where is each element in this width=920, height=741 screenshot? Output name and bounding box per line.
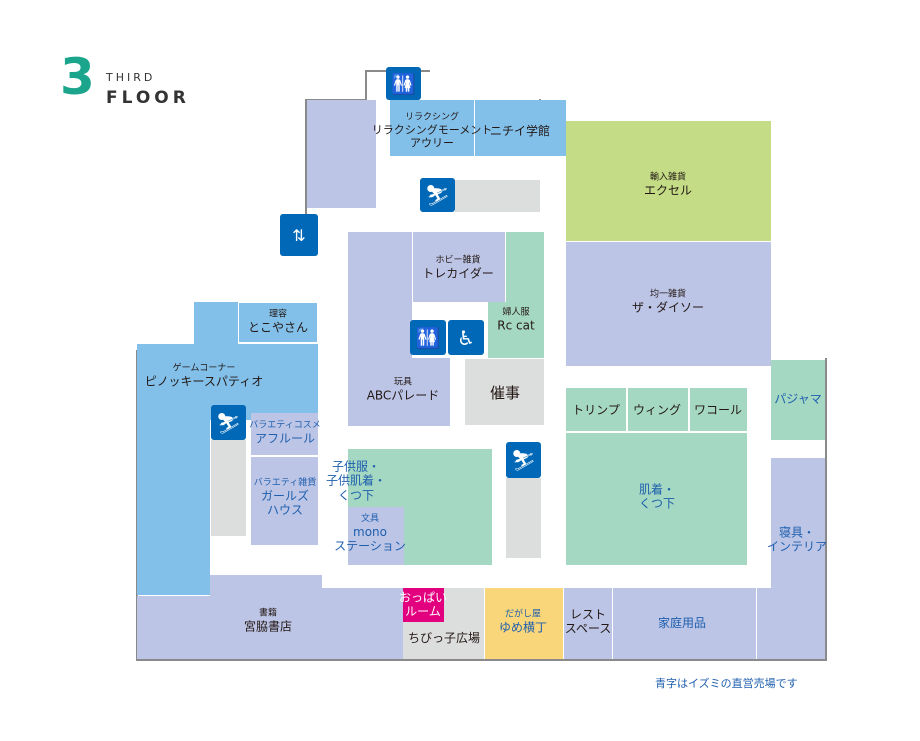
shop-category: バラエティコスメ (249, 420, 321, 431)
shop-abc-ext (412, 358, 450, 426)
shop-excel[interactable] (566, 121, 771, 241)
shop-household[interactable] (613, 588, 756, 659)
event-space[interactable] (465, 359, 544, 425)
shop-category: バラエティ雑貨 (253, 478, 317, 489)
wall (365, 70, 367, 100)
section-name: インテリア (766, 540, 828, 554)
shop-abc[interactable] (348, 232, 412, 426)
shop-triumph[interactable] (566, 388, 626, 431)
section-name: 子供服・ (331, 459, 381, 474)
shop-dagashi[interactable] (485, 588, 563, 659)
section-name: 肌着・ (638, 482, 676, 497)
shop-pinocchio-top (194, 302, 238, 347)
wall (136, 659, 826, 661)
nursing-label: おっぱい (398, 590, 448, 605)
floor-number: 3 (60, 48, 95, 106)
shop-trecaider[interactable] (413, 232, 505, 302)
shop-pinocchio-ext (137, 344, 210, 595)
shop-name: ニチイ学館 (489, 123, 551, 138)
shop-category: 均一雑貨 (649, 289, 687, 300)
shop-name: ガールズ (260, 489, 309, 504)
restroom-icon: 🚻 (410, 320, 446, 355)
shop-category: 理容 (268, 309, 288, 320)
shop-name: Rc cat (497, 318, 535, 333)
shop-name: ステーション (334, 539, 406, 554)
nursing-label: ルーム (405, 605, 441, 619)
shop-girls[interactable] (251, 457, 318, 545)
shop-relaxing[interactable] (390, 100, 474, 156)
shop-name: ABCパレード (366, 388, 440, 403)
elevator-icon: ⇅ (280, 214, 318, 256)
shop-pajama[interactable] (771, 360, 825, 440)
nursing-room[interactable] (403, 588, 444, 622)
area-unnamed (307, 100, 376, 208)
wall (825, 358, 827, 661)
shop-rccat[interactable] (506, 232, 544, 358)
shop-daiso[interactable] (566, 242, 771, 366)
shop-category: 婦人服 (502, 307, 530, 318)
shop-category: リラクシング (404, 112, 459, 123)
shop-category: 文具 (360, 514, 380, 525)
shop-bedding-ext (757, 588, 825, 659)
shop-wing[interactable] (628, 388, 688, 431)
section-name: スペース (564, 622, 612, 636)
escalator-left (211, 440, 246, 536)
shop-name: 宮脇書店 (243, 619, 293, 634)
shop-tokoya[interactable] (238, 302, 318, 343)
shop-category: ホビー雑貨 (435, 255, 481, 266)
shop-name: ザ・ダイソー (631, 300, 705, 315)
section-name: くつ下 (638, 497, 676, 511)
shop-name: トレカイダー (422, 266, 494, 281)
shop-books[interactable] (137, 596, 403, 659)
wheelchair-icon: ♿ (448, 320, 484, 355)
escalator-icon: ⛷ (420, 178, 455, 212)
shop-category: だがし屋 (504, 609, 542, 620)
shop-category: 玩具 (393, 377, 412, 388)
shop-name: ハウス (266, 503, 303, 518)
section-name: 家庭用品 (657, 615, 707, 630)
shop-books-ext2 (320, 588, 403, 600)
escalator-icon: ⛷ (506, 442, 541, 478)
shop-name: リラクシングモーメント アウリー (371, 123, 493, 150)
shop-rccat-ext (488, 302, 508, 358)
shop-category: ゲームコーナー (172, 363, 236, 374)
floor-label-2: FLOOR (106, 88, 190, 108)
shop-name: ウィング (632, 402, 682, 417)
shop-name: ちびっ子広場 (407, 630, 481, 645)
shop-name: ゆめ横丁 (498, 620, 548, 635)
shop-category: 輸入雑貨 (649, 172, 687, 183)
shop-nichii[interactable] (475, 100, 566, 156)
shop-mono[interactable] (348, 507, 404, 565)
wall (305, 99, 307, 214)
floor-label-1: THIRD (106, 71, 156, 84)
rest-space[interactable] (564, 588, 612, 659)
shop-name: ピノッキースパティオ (144, 374, 264, 389)
restroom-icon: 🚻 (386, 67, 421, 100)
escalator-mid (506, 478, 541, 558)
escalator-icon: ⛷ (211, 405, 246, 440)
shop-category: 書籍 (258, 608, 278, 619)
shop-name: とこやさん (247, 320, 309, 335)
section-name: 寝具・ (778, 525, 816, 540)
shop-name: ワコール (693, 402, 743, 417)
section-name: パジャマ (774, 391, 822, 406)
shop-books-ext (210, 575, 322, 600)
section-name: くつ下 (337, 488, 375, 503)
shop-name: エクセル (643, 183, 693, 198)
escalator-top (455, 180, 540, 212)
shop-name: アフルール (254, 431, 315, 446)
section-name: レスト (569, 607, 606, 622)
legend-note: 青字はイズミの直営売場です (655, 677, 798, 690)
shop-wacoal[interactable] (690, 388, 747, 431)
shop-name: mono (353, 525, 387, 540)
section-name: 子供肌着・ (325, 473, 387, 488)
shop-name: 催事 (489, 384, 521, 402)
shop-name: トリンプ (572, 402, 620, 417)
shop-underwear[interactable] (566, 433, 747, 565)
shop-afurur[interactable] (251, 413, 318, 455)
